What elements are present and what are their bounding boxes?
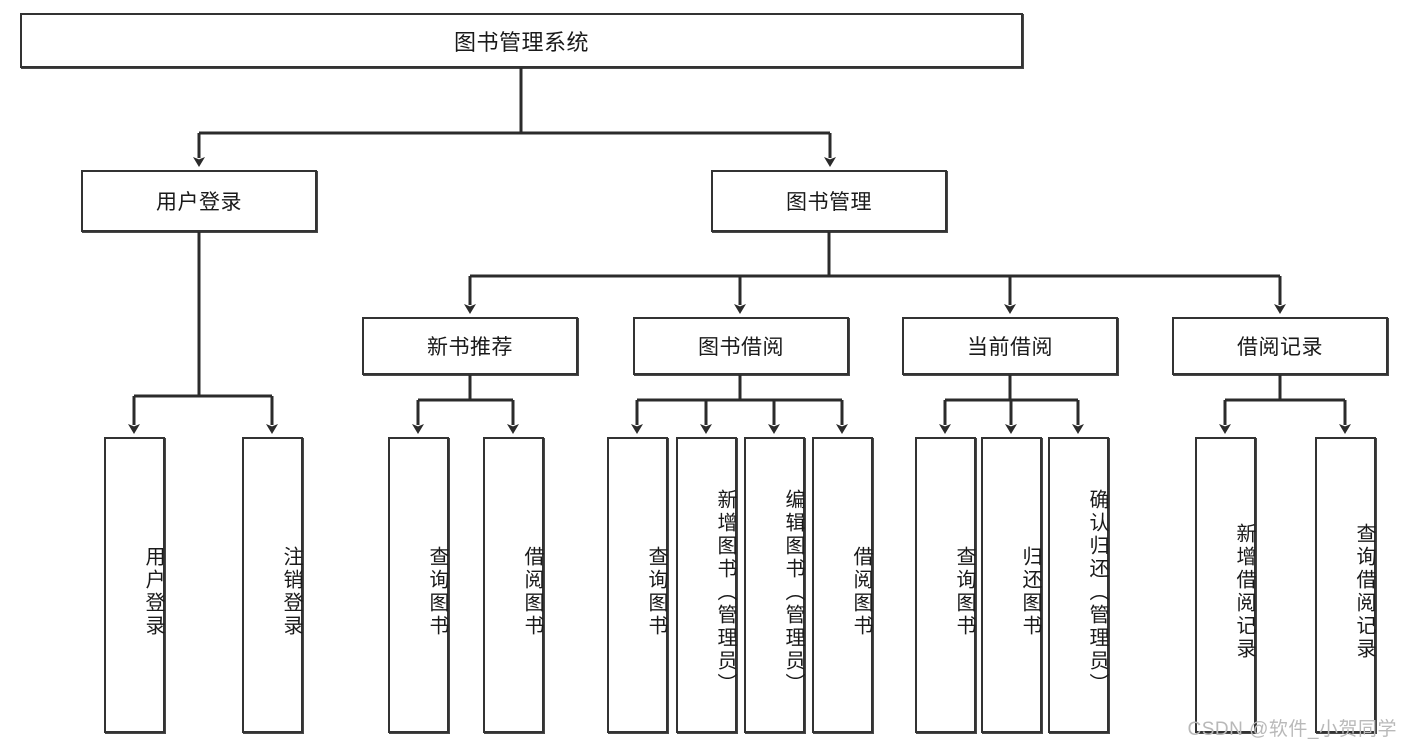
node-book-borrow-label: 图书借阅 — [698, 336, 784, 359]
leaf-query-book-current-label: 查询图书 — [953, 546, 975, 638]
node-book-borrow[interactable]: 图书借阅 — [633, 317, 849, 375]
leaf-add-book-admin[interactable]: 新增图书（管理员） — [676, 437, 737, 733]
leaf-add-book-admin-label: 新增图书（管理员） — [714, 488, 736, 696]
leaf-return-book[interactable]: 归还图书 — [981, 437, 1042, 733]
leaf-user-login-label: 用户登录 — [142, 546, 164, 638]
node-root[interactable]: 图书管理系统 — [20, 13, 1023, 68]
leaf-borrow-book-recommend-label: 借阅图书 — [521, 546, 543, 638]
leaf-confirm-return-admin[interactable]: 确认归还（管理员） — [1048, 437, 1109, 733]
leaf-add-borrow-record-label: 新增借阅记录 — [1233, 523, 1255, 661]
leaf-borrow-book-recommend[interactable]: 借阅图书 — [483, 437, 544, 733]
leaf-user-login[interactable]: 用户登录 — [104, 437, 165, 733]
node-new-book-recommend-label: 新书推荐 — [427, 336, 513, 359]
node-new-book-recommend[interactable]: 新书推荐 — [362, 317, 578, 375]
leaf-query-book-borrow[interactable]: 查询图书 — [607, 437, 668, 733]
leaf-logout[interactable]: 注销登录 — [242, 437, 303, 733]
leaf-borrow-book[interactable]: 借阅图书 — [812, 437, 873, 733]
leaf-add-borrow-record[interactable]: 新增借阅记录 — [1195, 437, 1256, 733]
leaf-query-book-recommend[interactable]: 查询图书 — [388, 437, 449, 733]
node-book-manage[interactable]: 图书管理 — [711, 170, 947, 232]
leaf-query-book-borrow-label: 查询图书 — [645, 546, 667, 638]
leaf-query-borrow-record-label: 查询借阅记录 — [1353, 523, 1375, 661]
node-user-login[interactable]: 用户登录 — [81, 170, 317, 232]
leaf-return-book-label: 归还图书 — [1019, 546, 1041, 638]
leaf-query-book-recommend-label: 查询图书 — [426, 546, 448, 638]
node-borrow-record[interactable]: 借阅记录 — [1172, 317, 1388, 375]
node-borrow-record-label: 借阅记录 — [1237, 336, 1323, 359]
leaf-borrow-book-label: 借阅图书 — [850, 546, 872, 638]
leaf-edit-book-admin[interactable]: 编辑图书（管理员） — [744, 437, 805, 733]
leaf-confirm-return-admin-label: 确认归还（管理员） — [1086, 488, 1108, 696]
leaf-logout-label: 注销登录 — [280, 546, 302, 638]
leaf-query-borrow-record[interactable]: 查询借阅记录 — [1315, 437, 1376, 733]
node-current-borrow-label: 当前借阅 — [967, 336, 1053, 359]
node-book-manage-label: 图书管理 — [786, 191, 872, 214]
node-current-borrow[interactable]: 当前借阅 — [902, 317, 1118, 375]
leaf-edit-book-admin-label: 编辑图书（管理员） — [782, 488, 804, 696]
leaf-query-book-current[interactable]: 查询图书 — [915, 437, 976, 733]
node-user-login-label: 用户登录 — [156, 191, 242, 214]
node-root-label: 图书管理系统 — [453, 29, 589, 55]
